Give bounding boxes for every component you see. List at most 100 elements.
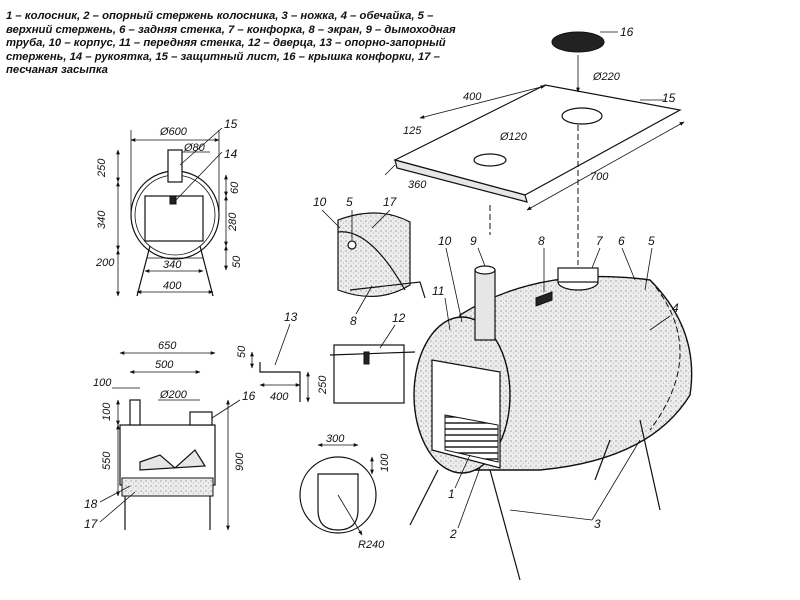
callout-15-top: 15 xyxy=(662,91,676,105)
dim-sheet-d220: Ø220 xyxy=(592,71,621,83)
leader xyxy=(454,454,471,489)
dim-door-r240: R240 xyxy=(358,539,385,551)
dim-side-550: 550 xyxy=(101,451,113,470)
callout-13: 13 xyxy=(284,310,298,324)
dim-sheet-360: 360 xyxy=(408,179,427,191)
callout-16-side: 16 xyxy=(242,389,256,403)
side-sand xyxy=(121,477,214,497)
callout-7: 7 xyxy=(596,234,604,248)
door-handle xyxy=(363,351,370,365)
dim-sheet-d120: Ø120 xyxy=(499,131,528,143)
dim-line-sheet400 xyxy=(419,85,546,119)
zoom-detail: 10 5 17 8 xyxy=(313,195,426,328)
callout-17-side: 17 xyxy=(84,517,99,531)
legend-item: 11 – передняя стенка, xyxy=(119,37,248,49)
front-handle xyxy=(169,195,177,205)
protective-sheet: 16 400 125 Ø120 360 700 Ø220 15 xyxy=(384,25,685,265)
opening-detail: 300 100 R240 xyxy=(299,433,391,551)
leader xyxy=(371,209,391,229)
leader xyxy=(321,209,341,229)
leader xyxy=(355,285,373,315)
legend-item: 13 – опорно-запорный стержень, xyxy=(6,37,446,63)
dim-side-100b: 100 xyxy=(101,402,113,421)
legend-item: 2 – опорный стержень колосника, xyxy=(83,10,282,22)
legend-item: 10 – корпус, xyxy=(48,37,120,49)
legend-item: 4 – обечайка, xyxy=(340,10,418,22)
front-leg-right xyxy=(199,245,214,297)
leader xyxy=(621,247,636,281)
callout-5-main: 5 xyxy=(648,234,655,248)
dim-side-500: 500 xyxy=(155,359,174,371)
leader xyxy=(644,247,653,291)
dim-front-280: 280 xyxy=(227,212,239,232)
leader-14 xyxy=(175,151,223,201)
dim-side-100a: 100 xyxy=(93,377,112,389)
leader xyxy=(591,247,601,269)
leader xyxy=(477,247,486,267)
dim-sheet-125: 125 xyxy=(403,125,422,137)
dim-front-60: 60 xyxy=(229,181,241,194)
legend-item: 5 – верхний стержень, xyxy=(6,10,434,36)
dim-front-h250: 250 xyxy=(96,158,108,178)
zoom-pointer xyxy=(349,281,426,299)
leader-17 xyxy=(99,491,136,523)
legend-item: 7 – конфорка, xyxy=(227,23,309,36)
dim-front-w340: 340 xyxy=(163,259,182,271)
dim-front-h200: 200 xyxy=(95,257,115,269)
hotplate-cover xyxy=(551,31,605,53)
opening-shape xyxy=(317,473,359,531)
callout-3: 3 xyxy=(594,517,601,531)
side-view: 650 500 100 100 Ø200 550 900 16 18 17 xyxy=(84,340,256,531)
leader-15 xyxy=(179,127,223,166)
side-hotplate xyxy=(189,411,213,426)
callout-10-zoom: 10 xyxy=(313,195,327,209)
callout-5-zoom: 5 xyxy=(346,195,353,209)
leader-16 xyxy=(211,399,241,419)
callout-15-front: 15 xyxy=(224,117,238,131)
callout-4: 4 xyxy=(672,301,679,315)
callout-8-main: 8 xyxy=(538,234,545,248)
callout-1: 1 xyxy=(448,487,455,501)
legend-item: 8 – экран, xyxy=(308,23,366,36)
dim-rod-250: 250 xyxy=(317,375,329,395)
zoom-rod-section xyxy=(347,240,357,250)
stove-isometric: 9 10 11 8 7 6 5 4 1 2 3 xyxy=(409,234,693,581)
rod-detail: 50 250 400 13 xyxy=(236,310,329,403)
dim-side-d200: Ø200 xyxy=(159,389,188,401)
front-chimney xyxy=(167,149,183,183)
dim-sheet-400: 400 xyxy=(463,91,482,103)
dim-front-50: 50 xyxy=(231,255,243,268)
dim-front-dia: Ø600 xyxy=(159,126,188,138)
callout-10-main: 10 xyxy=(438,234,452,248)
dim-front-pipe: Ø80 xyxy=(183,142,206,154)
dim-rod-400: 400 xyxy=(270,391,289,403)
stove-leg xyxy=(594,439,611,481)
front-leg-left xyxy=(136,245,151,297)
dim-line-sheet700 xyxy=(526,121,685,211)
leader xyxy=(649,315,671,331)
callout-12: 12 xyxy=(392,311,406,325)
sheet-hole-small xyxy=(473,153,507,167)
legend-item: 15 – защитный лист, xyxy=(155,50,283,63)
legend-item: 14 – рукоятка, xyxy=(69,50,156,63)
opening-circle xyxy=(299,456,377,534)
dim-front-w400: 400 xyxy=(163,280,182,292)
side-firewood xyxy=(139,449,207,471)
door-rod xyxy=(329,351,416,356)
dim-door-300: 300 xyxy=(326,433,345,445)
dim-door-100: 100 xyxy=(379,453,391,472)
legend-item: 3 – ножка, xyxy=(281,10,341,22)
leader-12 xyxy=(379,324,396,349)
leader-13 xyxy=(274,323,291,366)
callout-11: 11 xyxy=(432,284,444,298)
legend-item: 12 – дверца, xyxy=(247,37,320,49)
leader xyxy=(591,439,641,521)
stove-leg xyxy=(639,419,661,511)
chimney-top xyxy=(474,265,496,275)
leader xyxy=(457,467,481,529)
leader xyxy=(444,297,451,331)
callout-16-top: 16 xyxy=(620,25,634,39)
leader-18 xyxy=(99,485,131,503)
callout-14: 14 xyxy=(224,147,238,161)
